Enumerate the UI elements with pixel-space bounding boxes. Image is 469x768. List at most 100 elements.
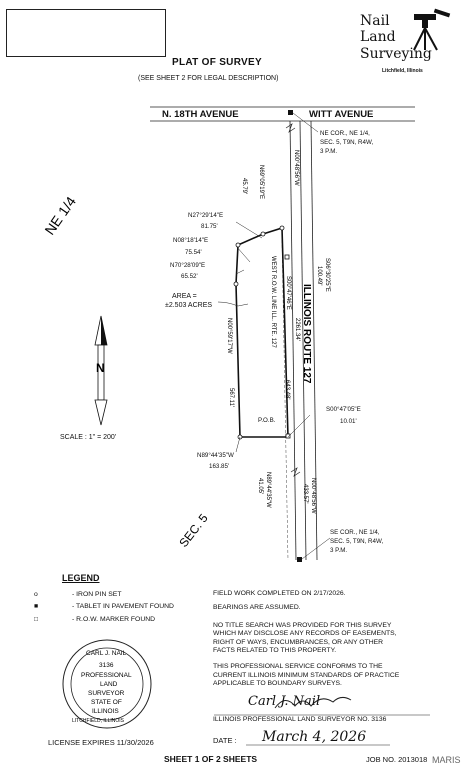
b13-bearing: N00°48'56"W: [310, 478, 316, 514]
surveyor-line: ILLINOIS PROFESSIONAL LAND SURVEYOR NO. …: [213, 716, 387, 723]
leader-se: [301, 537, 331, 560]
sheet-number: SHEET 1 OF 2 SHEETS: [164, 754, 258, 764]
row-line-label: WEST R.O.W. LINE ILL. RTE. 127: [270, 256, 276, 348]
parcel-boundary: [235, 226, 289, 438]
b9-bearing: N00°59'17"W: [226, 318, 232, 354]
break-mark-1: [285, 123, 296, 133]
seal-line-1: PROFESSIONAL: [81, 672, 132, 679]
tablet-ne-corner: [288, 110, 293, 115]
page-title: PLAT OF SURVEY: [172, 57, 262, 68]
area-leader: [217, 301, 249, 307]
surveyor-seal: [62, 639, 152, 729]
logo-city: Litchfield, Illinois: [382, 68, 423, 74]
b3-dist: 75.54': [185, 249, 202, 256]
pob-label: P.O.B.: [258, 417, 276, 424]
ne-corner-3: 3 P.M.: [320, 148, 338, 155]
se-corner-1: SE COR., NE 1/4,: [330, 529, 380, 536]
b6-dist: 100.49': [316, 266, 322, 286]
seal-name: CARL J. NAIL: [86, 650, 127, 657]
transit-tripod-icon: [413, 8, 451, 51]
logo-line-1: Nail: [360, 13, 390, 29]
blank-title-box: [6, 9, 166, 57]
leader-b3: [235, 245, 251, 263]
b13-dist: 433.57': [302, 484, 308, 504]
date-label: DATE :: [213, 736, 237, 745]
seal-line-3: SURVEYOR: [88, 690, 125, 697]
b11-dist: 163.85': [209, 463, 230, 470]
se-corner-3: 3 P.M.: [330, 547, 348, 554]
legend-symbol-1: o: [34, 591, 38, 598]
title-search-4: FACTS RELATED TO THIS PROPERTY.: [213, 647, 337, 654]
iron-pin-2: [235, 242, 241, 248]
area-label: AREA =: [172, 293, 197, 300]
legend-title: LEGEND: [62, 573, 100, 583]
b2-bearing: N27°29'14"E: [188, 212, 224, 219]
row-line-west: [281, 239, 289, 561]
b9-dist: 567.11': [228, 388, 234, 407]
legend-symbol-3: □: [34, 616, 39, 623]
row-marker-2: [285, 433, 291, 439]
street-north: N. 18TH AVENUE: [162, 109, 239, 120]
b11-bearing: N89°44'35"W: [197, 452, 234, 459]
leader-b11: [235, 436, 241, 453]
b10-bearing: S00°47'05"E: [326, 406, 361, 413]
b3-bearing: N08°18'14"E: [173, 237, 209, 244]
ne-corner-1: NE COR., NE 1/4,: [320, 130, 370, 137]
seal-line-5: ILLINOIS: [92, 708, 119, 715]
iron-pin-4: [279, 225, 285, 231]
north-arrow-letter: N: [96, 361, 105, 375]
b7-dist: 2261.34': [294, 318, 300, 341]
watermark: MARIS: [432, 755, 461, 765]
b10-dist: 10.01': [340, 418, 357, 425]
signature: Carl J. Nail: [248, 694, 321, 709]
route-line-east: [299, 120, 307, 561]
title-search-3: RIGHT OF WAYS, ENCUMBRANCES, OR ANY OTHE…: [213, 639, 384, 646]
b2-dist: 81.75': [201, 223, 218, 230]
b4-bearing: N70°28'09"E: [170, 262, 206, 269]
field-work-note: FIELD WORK COMPLETED ON 2/17/2026.: [213, 590, 346, 597]
iron-pin-1: [233, 281, 239, 287]
title-search-2: WHICH MAY DISCLOSE ANY RECORDS OF EASEME…: [213, 630, 397, 637]
section-label: SEC. 5: [176, 511, 211, 550]
license-expiry: LICENSE EXPIRES 11/30/2026: [48, 738, 154, 747]
seal-line-4: STATE OF: [91, 699, 122, 706]
b4-dist: 65.52': [181, 273, 198, 280]
leader-b4: [235, 269, 245, 275]
row-marker-1: [284, 254, 290, 260]
break-mark-2: [290, 467, 301, 477]
legend-item-3: - R.O.W. MARKER FOUND: [72, 616, 156, 623]
ne-corner-2: SEC. 5, T9N, R4W,: [320, 139, 374, 146]
iron-pin-3: [260, 231, 266, 237]
legend-symbol-2: ■: [34, 603, 39, 610]
seal-city: LITCHFIELD, ILLINOIS: [72, 718, 125, 724]
leader-b10: [287, 414, 311, 438]
b5-bearing: N00°48'56"W: [293, 150, 299, 186]
street-witt: WITT AVENUE: [309, 109, 374, 120]
legend-item-1: - IRON PIN SET: [72, 591, 122, 598]
route-line-east-2: [310, 120, 318, 561]
b12-dist: 41.05': [257, 478, 263, 494]
date-value: March 4, 2026: [262, 729, 367, 745]
signature-stroke: [274, 696, 352, 709]
route-label: ILLINOIS ROUTE 127: [301, 284, 312, 384]
conformance-3: APPLICABLE TO BOUNDARY SURVEYS.: [213, 680, 342, 687]
area-value: ±2.503 ACRES: [165, 302, 213, 309]
logo-line-2: Land: [360, 29, 396, 45]
b6-bearing: S06°30'25"E: [324, 258, 330, 292]
job-number: JOB NO. 2013018: [366, 755, 428, 764]
logo-line-3: Surveying: [360, 46, 432, 62]
leader-ne: [292, 112, 319, 133]
bearings-note: BEARINGS ARE ASSUMED.: [213, 604, 301, 611]
title-search-1: NO TITLE SEARCH WAS PROVIDED FOR THIS SU…: [213, 622, 392, 629]
legend-item-2: - TABLET IN PAVEMENT FOUND: [72, 603, 174, 610]
tablet-se-corner: [297, 557, 302, 562]
page-subtitle: (SEE SHEET 2 FOR LEGAL DESCRIPTION): [138, 75, 279, 82]
b1-dist: 45.79': [241, 178, 247, 194]
b7-bearing: S00°47'46"E: [285, 276, 291, 310]
b12-bearing: N89°44'35"W: [265, 472, 271, 508]
leader-b2: [235, 221, 263, 239]
seal-line-2: LAND: [100, 681, 118, 688]
north-arrow-icon: [94, 315, 108, 426]
